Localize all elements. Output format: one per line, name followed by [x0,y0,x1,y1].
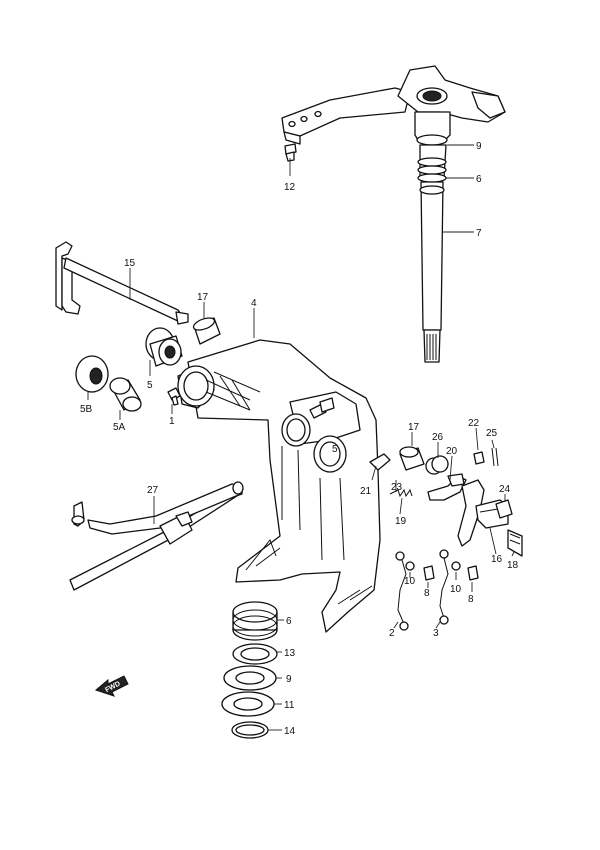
tilt-rod [55,241,189,325]
bolt-12 [284,143,297,162]
callout-5: 5 [147,380,153,391]
bushing-17-right [399,446,425,471]
steering-shaft [414,111,451,363]
washer-9 [223,665,277,691]
callout-15: 15 [124,258,136,269]
callout-25: 25 [486,428,498,439]
stopper-18 [507,529,523,557]
callout-20: 20 [446,446,458,457]
bolt-8a [423,565,435,581]
washer-5B [75,355,109,393]
leader-lines [87,144,515,731]
callout-18: 18 [507,560,519,571]
callout-labels: 9 6 7 12 15 17 4 5 5B 5A 1 27 17 26 20 2… [80,141,519,737]
pin-22 [473,451,485,465]
callout-6: 6 [476,174,482,185]
callout-10b: 10 [450,584,462,595]
tilt-lever [69,481,244,591]
steering-bracket [281,65,506,145]
callout-9b: 9 [286,674,292,685]
callout-21: 21 [360,486,372,497]
bushing-5A [109,377,142,412]
callout-4: 4 [251,298,257,309]
bushing-6-lower [232,601,278,641]
circlip-14 [231,721,269,739]
callout-13: 13 [284,648,296,659]
callout-22: 22 [468,418,480,429]
washer-11 [221,691,275,717]
callout-27: 27 [147,485,159,496]
callout-5B: 5B [80,404,93,415]
callout-11: 11 [284,700,295,711]
callout-6b: 6 [286,616,292,627]
lead-wire-2 [395,551,409,631]
callout-23: 23 [391,482,403,493]
callout-17b: 17 [408,422,420,433]
spring-26 [425,455,449,475]
cap-24 [495,499,513,519]
callout-16: 16 [491,554,503,565]
washer-10a [405,561,415,571]
callout-26: 26 [432,432,444,443]
bushing-5 [145,327,183,367]
callout-5b: 5 [332,444,338,455]
callout-9: 9 [476,141,482,152]
spring-19 [389,488,413,498]
callout-12: 12 [284,182,296,193]
washer-10b [451,561,461,571]
callout-1: 1 [169,416,175,427]
lever-16 [457,479,509,547]
arm-20 [427,473,467,501]
callout-5A: 5A [113,422,126,433]
swivel-bracket [177,339,381,633]
callout-8b: 8 [468,594,474,605]
bushing-17 [192,317,221,345]
callout-3: 3 [433,628,439,639]
callout-2: 2 [389,628,395,639]
callout-10a: 10 [404,576,416,587]
lead-wire-3 [439,549,449,625]
callout-19: 19 [395,516,407,527]
callout-14: 14 [284,726,296,737]
forward-arrow-icon: FWD [94,675,129,697]
cotter-pin-25 [491,447,499,467]
washer-13 [232,643,278,665]
callout-17: 17 [197,292,209,303]
callout-8a: 8 [424,588,430,599]
callout-24: 24 [499,484,511,495]
bolt-8b [467,565,479,581]
callout-7: 7 [476,228,482,239]
grease-nipple-1 [167,387,181,406]
